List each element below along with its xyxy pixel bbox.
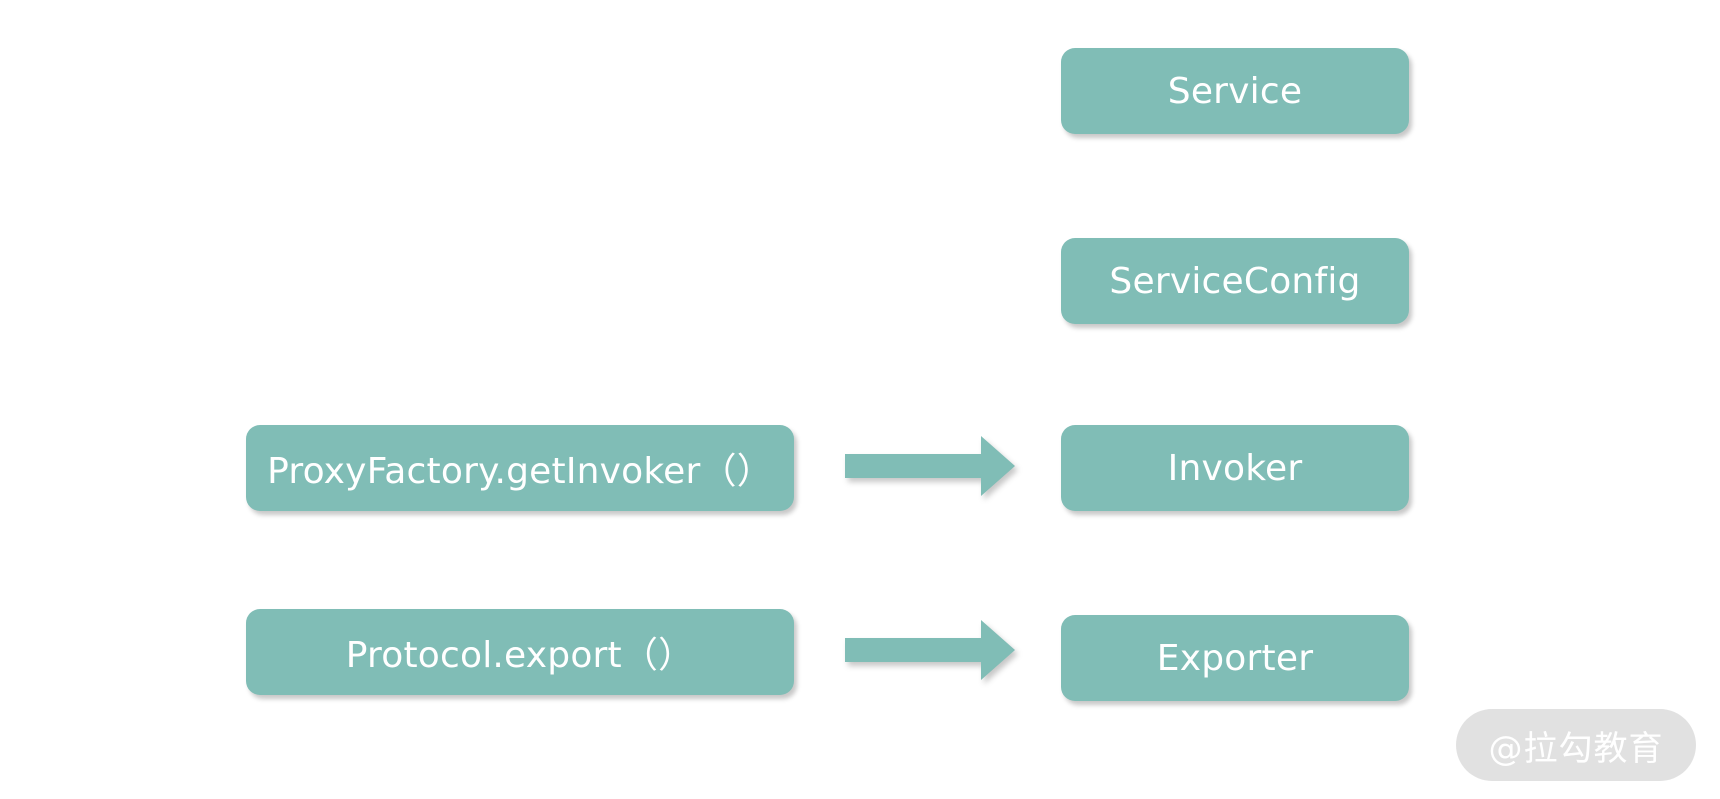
watermark-text: @拉勾教育 [1488, 728, 1664, 769]
service-config-label: ServiceConfig [1109, 260, 1361, 302]
protocol-label: Protocol.export（） [345, 635, 695, 676]
protocol-export-box: Protocol.export（） [246, 609, 794, 695]
invoker-box: Invoker [1061, 425, 1409, 511]
service-config-box: ServiceConfig [1061, 238, 1409, 324]
service-box: Service [1061, 48, 1409, 134]
arrow-protocol-to-exporter [845, 620, 1015, 680]
exporter-box: Exporter [1061, 615, 1409, 701]
watermark-badge: @拉勾教育 [1456, 709, 1696, 781]
service-label: Service [1167, 70, 1303, 112]
proxy-factory-label: ProxyFactory.getInvoker（） [267, 451, 773, 492]
invoker-label: Invoker [1167, 447, 1303, 489]
arrow-proxy-to-invoker [845, 436, 1015, 496]
exporter-label: Exporter [1156, 637, 1314, 679]
proxy-factory-get-invoker-box: ProxyFactory.getInvoker（） [246, 425, 794, 511]
